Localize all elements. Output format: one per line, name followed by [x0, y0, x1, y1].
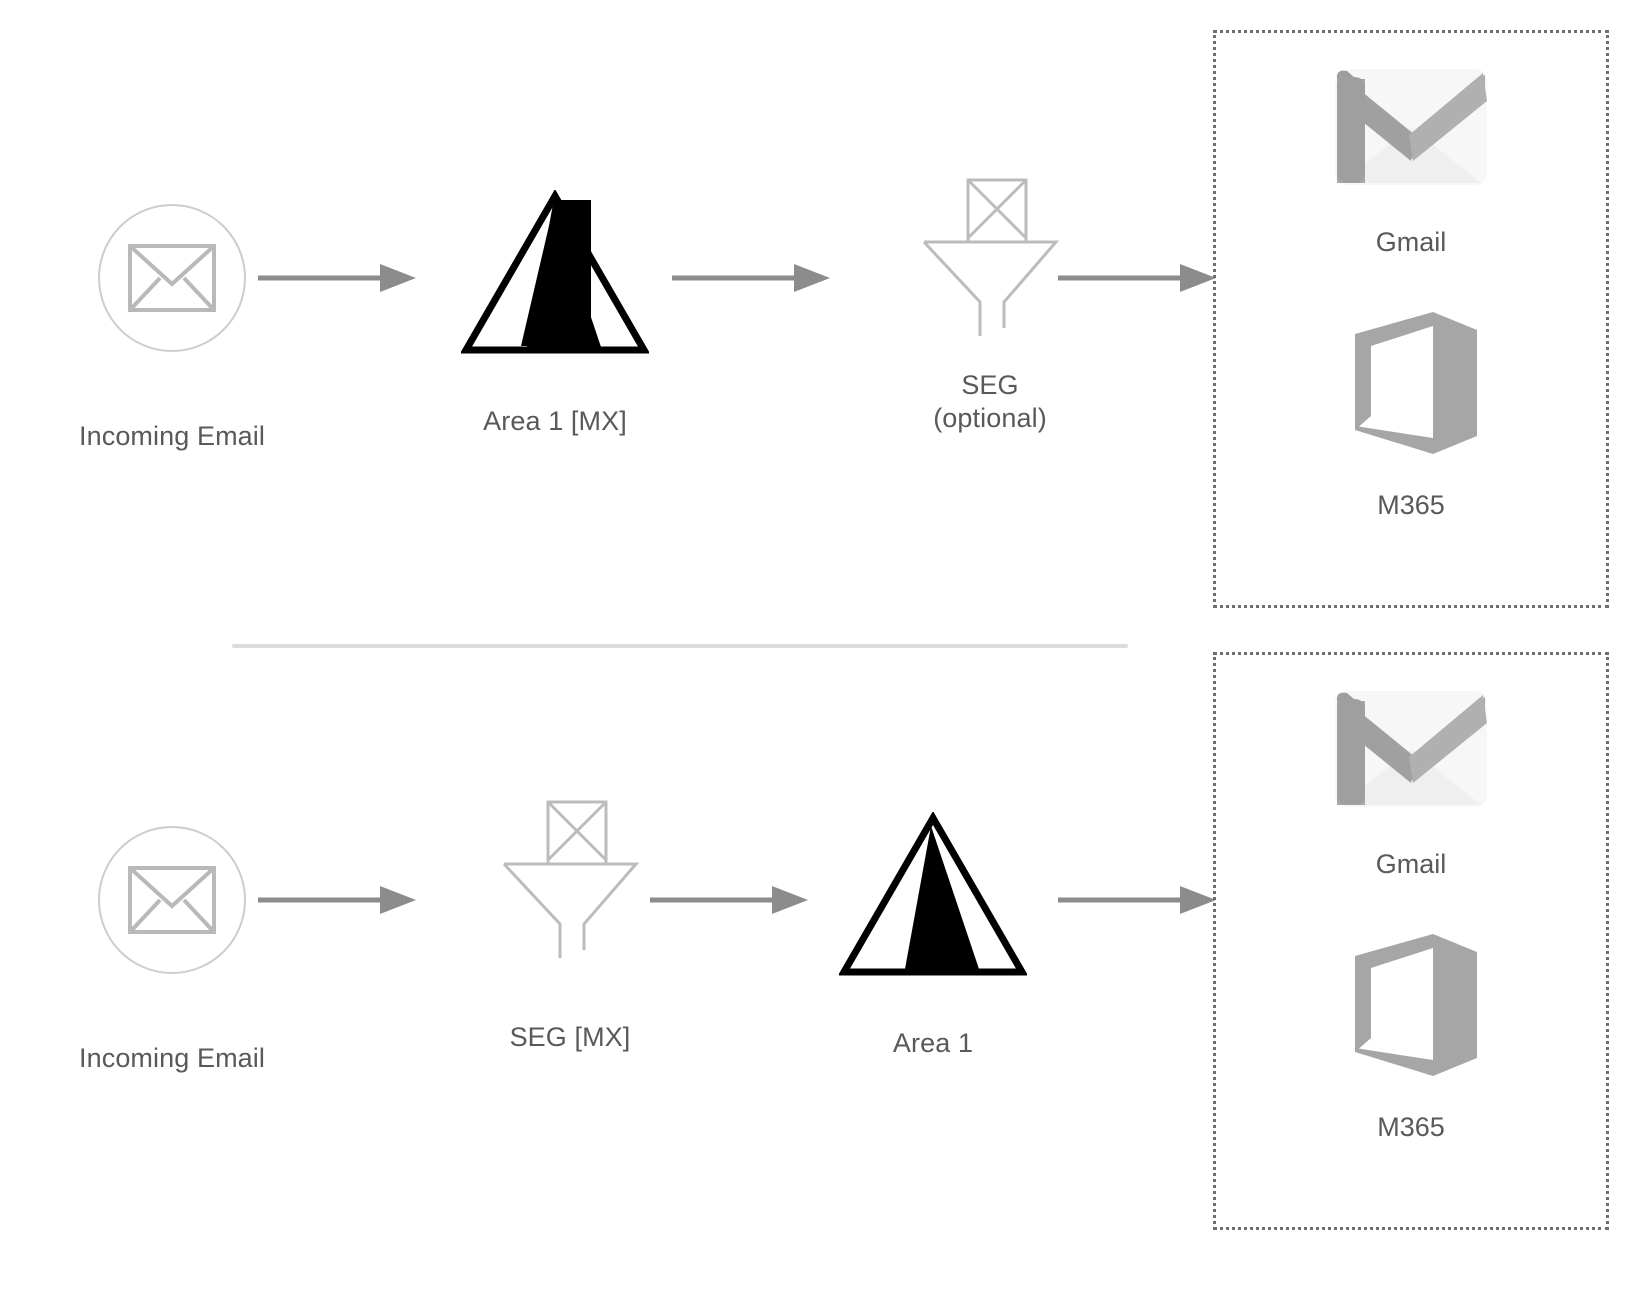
m365-logo-icon — [1341, 308, 1481, 456]
destinations-group-bottom: Gmail M365 — [1213, 652, 1609, 1230]
node-label-seg-mx-bottom: SEG [MX] — [509, 1022, 631, 1052]
node-label-area1-mx-top: Area 1 [MX] — [483, 406, 627, 436]
arrow-seg-to-area1-bottom — [650, 880, 810, 925]
m365-logo-icon — [1341, 930, 1481, 1078]
email-in-circle-icon — [98, 826, 246, 974]
seg-funnel-icon — [496, 798, 644, 963]
seg-funnel-icon — [916, 176, 1064, 341]
node-area1-bottom: Area 1 — [818, 811, 1048, 1060]
arrow-area1-to-seg-top — [672, 258, 832, 303]
section-divider — [232, 644, 1128, 648]
node-label-incoming-email-top: Incoming Email — [79, 421, 265, 451]
destination-label-m365-bottom: M365 — [1377, 1112, 1445, 1142]
destination-gmail-top: Gmail — [1331, 65, 1491, 258]
node-incoming-email-top: Incoming Email — [72, 204, 272, 453]
destination-label-m365-top: M365 — [1377, 490, 1445, 520]
arrow-area1-to-destinations-bottom — [1058, 880, 1218, 925]
node-area1-mx-top: Area 1 [MX] — [440, 189, 670, 438]
email-in-circle-icon — [98, 204, 246, 352]
node-incoming-email-bottom: Incoming Email — [72, 826, 272, 1075]
destination-m365-bottom: M365 — [1341, 930, 1481, 1143]
destination-label-gmail-bottom: Gmail — [1375, 849, 1447, 879]
area1-triangle-icon — [459, 189, 651, 361]
arrow-seg-to-destinations-top — [1058, 258, 1218, 303]
node-seg-mx-bottom: SEG [MX] — [455, 798, 685, 1054]
destinations-group-top: Gmail M365 — [1213, 30, 1609, 608]
destination-m365-top: M365 — [1341, 308, 1481, 521]
area1-triangle-icon — [837, 811, 1029, 983]
destination-gmail-bottom: Gmail — [1331, 687, 1491, 880]
arrow-email-to-area1-top — [258, 258, 418, 303]
node-label-area1-bottom: Area 1 — [892, 1028, 974, 1058]
node-seg-optional-top: SEG (optional) — [875, 176, 1105, 435]
gmail-logo-icon — [1331, 687, 1491, 811]
gmail-logo-icon — [1331, 65, 1491, 189]
node-label-seg-optional-top: SEG (optional) — [933, 370, 1047, 433]
destination-label-gmail-top: Gmail — [1375, 227, 1447, 257]
node-label-incoming-email-bottom: Incoming Email — [79, 1043, 265, 1073]
arrow-email-to-seg-bottom — [258, 880, 418, 925]
